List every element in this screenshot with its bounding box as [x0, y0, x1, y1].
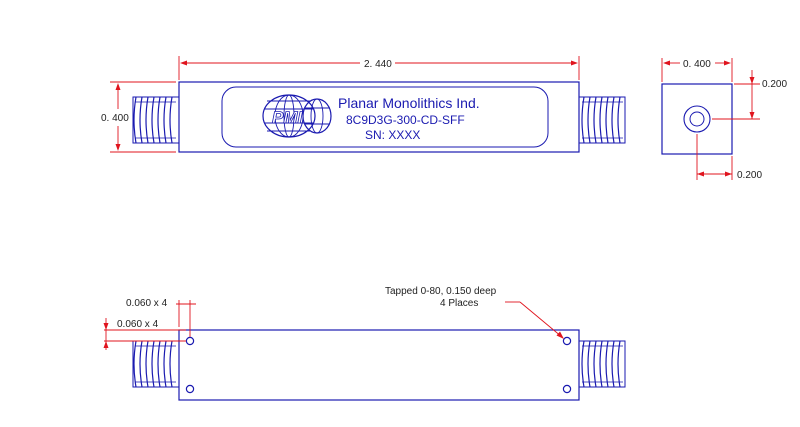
tapped-note-leader — [505, 301, 564, 339]
right-connector-bottom — [578, 340, 626, 388]
part-number: 8C9D3G-300-CD-SFF — [346, 113, 465, 127]
end-view: 0. 400 0.200 0.200 — [661, 58, 787, 181]
serial-number: SN: XXXX — [365, 128, 420, 142]
left-connector-top — [132, 96, 180, 144]
chamfer-dimensions — [103, 300, 196, 350]
body-bottom-outline — [178, 329, 580, 401]
bottom-view: 0.060 x 4 0.060 x 4 Tapped 0-80, 0.150 d… — [103, 286, 626, 401]
end-offset-bottom-value: 0.200 — [737, 170, 762, 181]
pmi-logo: PMI — [262, 94, 332, 138]
logo-text: PMI — [272, 108, 304, 127]
left-connector-bottom — [132, 340, 180, 388]
end-connector-outer — [683, 105, 711, 133]
overall-length-value: 2. 440 — [364, 59, 392, 70]
company-name: Planar Monolithics Ind. — [338, 95, 480, 111]
tapped-hole-top-left — [185, 336, 195, 346]
end-offset-right-value: 0.200 — [762, 79, 787, 90]
tapped-hole-bottom-left — [185, 384, 195, 394]
body-height-dimension — [110, 81, 176, 153]
overall-length-dimension — [178, 56, 580, 80]
end-width-value: 0. 400 — [683, 59, 711, 70]
label-plate — [221, 86, 549, 148]
chamfer-top-value: 0.060 x 4 — [126, 298, 168, 309]
tapped-holes — [185, 336, 572, 394]
tapped-hole-bottom-right — [562, 384, 572, 394]
end-offset-right-dimension — [712, 70, 760, 120]
top-view: PMI Planar Monolithics Ind. 8C9D3G-300-C… — [101, 56, 626, 153]
end-offset-bottom-dimension — [696, 134, 733, 180]
right-connector-top — [578, 96, 626, 144]
body-height-value: 0. 400 — [101, 113, 129, 124]
tapped-hole-top-right — [562, 336, 572, 346]
end-width-dimension — [661, 58, 733, 82]
chamfer-side-value: 0.060 x 4 — [117, 319, 159, 330]
tapped-note-line1: Tapped 0-80, 0.150 deep — [385, 286, 497, 297]
tapped-note-line2: 4 Places — [440, 298, 478, 309]
end-connector-inner — [689, 111, 705, 127]
